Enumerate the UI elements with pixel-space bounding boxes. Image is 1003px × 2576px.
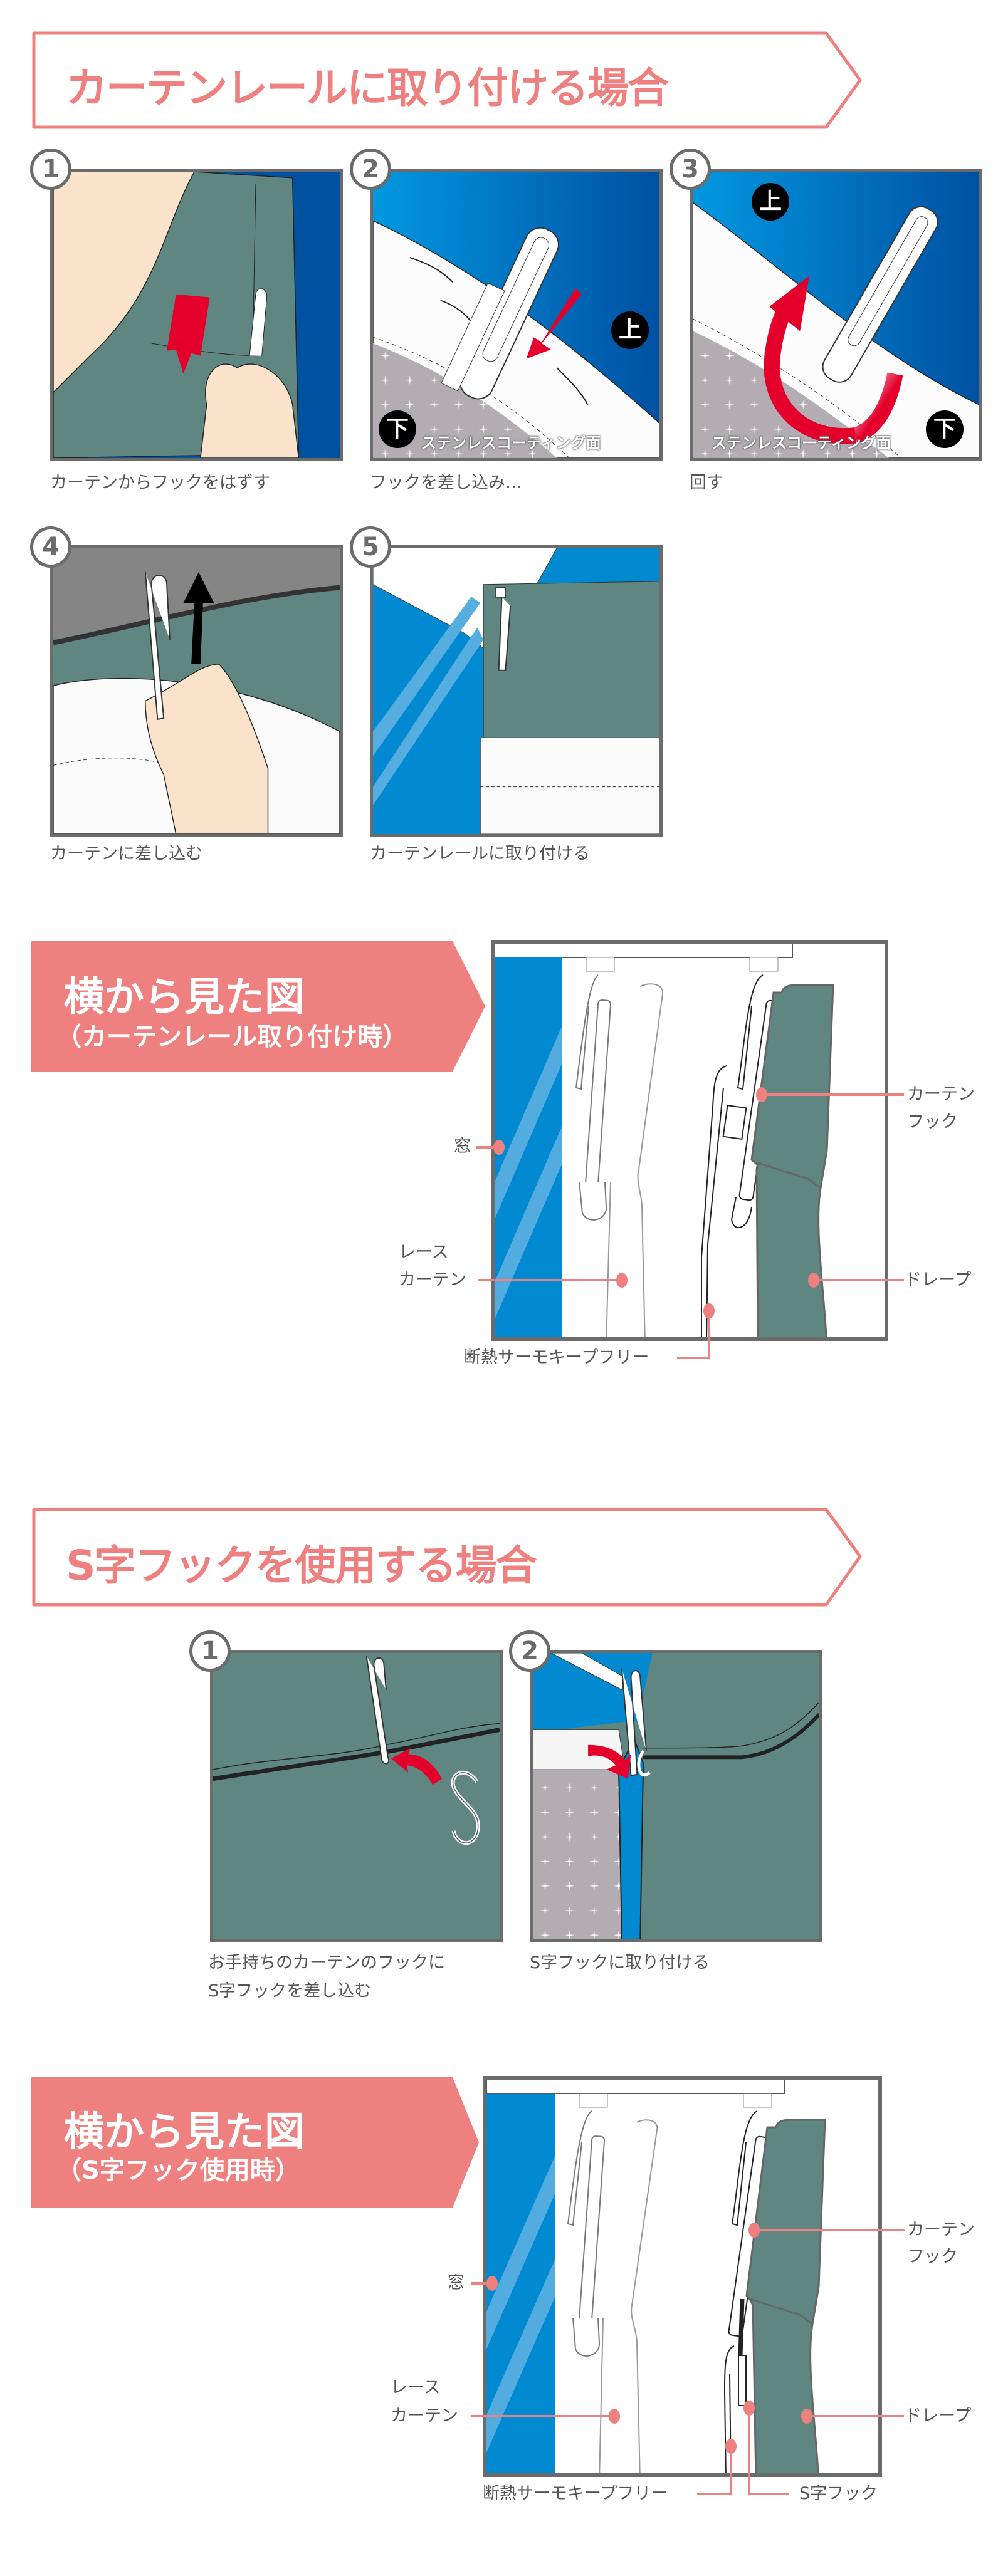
label-window: 窓 [454, 1137, 471, 1156]
side-view-subtitle: （S字フック使用時） [56, 2156, 300, 2185]
stainless-coating-label: ステンレスコーティング面 [421, 434, 601, 452]
s-step-number-1: 1 [189, 1630, 231, 1672]
leader-dot [609, 2409, 620, 2424]
leader-dot [725, 2439, 737, 2454]
stainless-coating-label: ステンレスコーティング面 [712, 434, 891, 452]
step-4-caption: カーテンに差し込む [50, 844, 202, 863]
side-view-diagram [483, 2076, 882, 2477]
leader-dot [703, 1303, 715, 1318]
leader-dot [486, 2276, 498, 2291]
leader-dot [756, 1087, 767, 1102]
step-4-illustration [50, 545, 343, 837]
step-number-1: 1 [30, 149, 71, 190]
leader-line [754, 2229, 905, 2231]
label-hook-2: フック [907, 2247, 958, 2266]
step-5-caption: カーテンレールに取り付ける [370, 844, 590, 863]
leader-line [471, 2415, 614, 2417]
s-step-1-caption-line2: S字フックを差し込む [208, 1981, 372, 2001]
step-1-caption: カーテンからフックをはずす [50, 473, 270, 493]
step-5-illustration [370, 545, 663, 837]
step-1-illustration [50, 169, 343, 461]
leader-dot [743, 2401, 755, 2416]
section-title-text: S字フックを使用する場合 [66, 1541, 537, 1590]
s-step-1-caption-line1: お手持ちのカーテンのフックに [208, 1953, 445, 1973]
label-lace-2: カーテン [391, 2406, 458, 2426]
step-3-illustration [690, 169, 982, 461]
down-badge: 下 [379, 410, 416, 448]
label-lace-1: レース [399, 1243, 449, 1262]
s-step-2-illustration [530, 1650, 822, 1942]
leader-line [478, 1279, 622, 1281]
leader-line [807, 2415, 904, 2417]
label-s-hook: S字フック [799, 2484, 878, 2503]
down-badge: 下 [926, 410, 964, 448]
side-view-subtitle: （カーテンレール取り付け時） [56, 1023, 407, 1051]
label-lace-2: カーテン [399, 1270, 466, 1290]
side-view-banner: 横から見た図 （カーテンレール取り付け時） [31, 941, 489, 1073]
label-drape: ドレープ [905, 2406, 972, 2426]
section-title-text: カーテンレールに取り付ける場合 [66, 64, 669, 112]
step-3-caption: 回す [690, 473, 723, 493]
leader-line [697, 2493, 732, 2495]
label-lace-1: レース [391, 2378, 441, 2397]
s-step-2-caption: S字フックに取り付ける [530, 1953, 710, 1973]
step-number-4: 4 [30, 526, 71, 568]
leader-dot [493, 1140, 505, 1155]
leader-line [677, 1357, 710, 1359]
side-view-title: 横から見た図 [64, 974, 305, 1021]
label-hook-1: カーテン [907, 2220, 975, 2240]
label-thermo: 断熱サーモキープフリー [483, 2484, 668, 2503]
section-title-s-hook: S字フックを使用する場合 [31, 1507, 871, 1609]
step-number-3: 3 [670, 149, 711, 190]
leader-line [762, 1093, 904, 1096]
step-2-caption: フックを差し込み… [370, 473, 522, 493]
label-hook-1: カーテン [907, 1085, 975, 1104]
label-window: 窓 [448, 2273, 465, 2293]
side-view-banner: 横から見た図 （S字フック使用時） [31, 2077, 489, 2209]
up-badge: 上 [611, 311, 649, 349]
title-frame [32, 31, 862, 129]
label-thermo: 断熱サーモキープフリー [464, 1348, 649, 1367]
leader-dot [808, 1273, 819, 1288]
leader-dot [801, 2409, 812, 2424]
leader-dot [748, 2223, 760, 2238]
up-badge: 上 [752, 183, 789, 221]
leader-line [476, 1146, 495, 1149]
s-step-1-illustration [210, 1650, 503, 1942]
s-step-number-2: 2 [509, 1630, 550, 1672]
side-view-title: 横から見た図 [64, 2109, 305, 2156]
leader-line [748, 2493, 789, 2495]
leader-line [814, 1279, 904, 1281]
step-number-5: 5 [350, 526, 391, 568]
step-2-illustration [370, 169, 663, 461]
leader-line [471, 2282, 490, 2285]
section-title-rail: カーテンレールに取り付ける場合 [31, 29, 871, 131]
step-number-2: 2 [350, 149, 391, 190]
leader-dot [616, 1273, 628, 1288]
leader-line [708, 1311, 710, 1359]
label-hook-2: フック [907, 1112, 958, 1132]
label-drape: ドレープ [905, 1270, 972, 1290]
leader-line [748, 2408, 750, 2495]
leader-line [730, 2446, 732, 2495]
